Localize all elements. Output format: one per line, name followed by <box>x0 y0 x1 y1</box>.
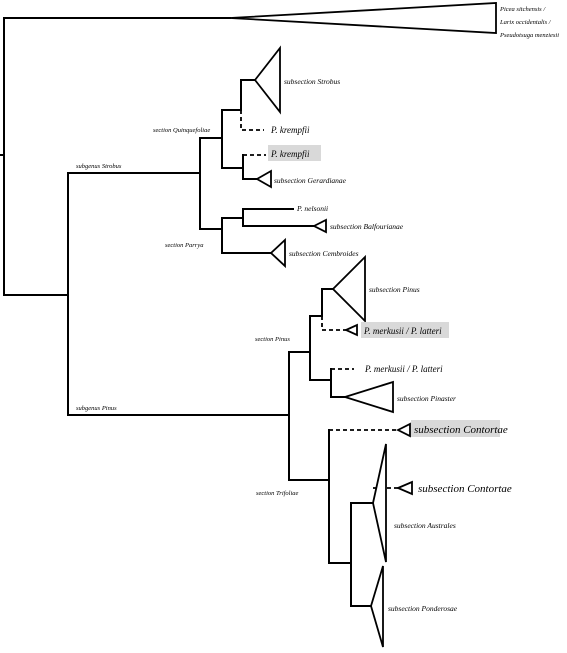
node-label-parrya: section Parrya <box>165 242 203 249</box>
node-label-strobus: subgenus Strobus <box>76 163 122 170</box>
outgroup-line-2: Larix occidentalis / <box>499 19 552 26</box>
pinaster-triangle <box>341 380 394 414</box>
tip-label-sub-pinus: subsection Pinus <box>369 285 420 294</box>
node-label-pinus: subgenus Pinus <box>76 405 117 412</box>
outgroup-label: Picea sitchensis / Larix occidentalis / … <box>499 6 559 39</box>
cembroides-triangle <box>269 237 286 269</box>
dashed-branches <box>240 110 398 489</box>
ponderosae-triangle <box>370 565 384 648</box>
tip-label-australes: subsection Australes <box>394 521 456 530</box>
tip-label-cembroides: subsection Cembroides <box>289 249 359 258</box>
strobus-triangle <box>253 45 281 115</box>
highlight-boxes <box>268 145 500 437</box>
merkusii-1-dashed-branch <box>321 316 346 331</box>
clade-triangles <box>229 2 497 648</box>
gerardianae-triangle <box>255 169 272 189</box>
outgroup-line-3: Pseudotsuga menziesii <box>499 32 559 39</box>
tip-label-contortae-1: subsection Contortae <box>414 424 508 436</box>
tip-label-merkusii-2: P. merkusii / P. latteri <box>364 364 443 374</box>
outgroup-line-1: Picea sitchensis / <box>499 6 546 13</box>
tip-label-krempfii-1: P. krempfii <box>270 125 310 135</box>
node-label-quinquefoliae: section Quinquefoliae <box>153 127 210 134</box>
tip-label-ponderosae: subsection Ponderosae <box>388 604 458 613</box>
tip-label-sub-strobus: subsection Strobus <box>284 77 340 86</box>
node-label-sect-pinus: section Pinus <box>255 336 290 343</box>
contortae-1-triangle <box>395 422 411 438</box>
krempfii-1-dashed-branch <box>240 110 264 131</box>
node-labels: subgenus Strobus subgenus Pinus section … <box>76 127 299 497</box>
tree-branches <box>0 17 374 607</box>
tip-label-krempfii-2: P. krempfii <box>270 149 310 159</box>
tip-label-contortae-2: subsection Contortae <box>418 483 512 495</box>
sub-pinus-triangle <box>331 254 366 324</box>
merkusii-1-highlight <box>361 322 449 338</box>
tip-label-gerardianae: subsection Gerardianae <box>274 176 347 185</box>
tip-label-pinaster: subsection Pinaster <box>397 394 456 403</box>
merkusii-1-triangle <box>343 323 358 337</box>
balfourianae-triangle <box>311 218 327 234</box>
tip-label-merkusii-1: P. merkusii / P. latteri <box>363 326 442 336</box>
contortae-1-highlight <box>411 420 500 437</box>
tip-labels: subsection Strobus P. krempfii P. krempf… <box>270 77 512 613</box>
australes-triangle <box>372 443 387 563</box>
node-label-trifoliae: section Trifoliae <box>256 490 299 497</box>
contortae-2-triangle <box>395 480 413 496</box>
tip-label-balfourianae: subsection Balfourianae <box>330 222 404 231</box>
tip-label-nelsonii: P. nelsonii <box>296 204 328 213</box>
krempfii-2-highlight <box>268 145 321 161</box>
outgroup-triangle <box>229 2 497 34</box>
